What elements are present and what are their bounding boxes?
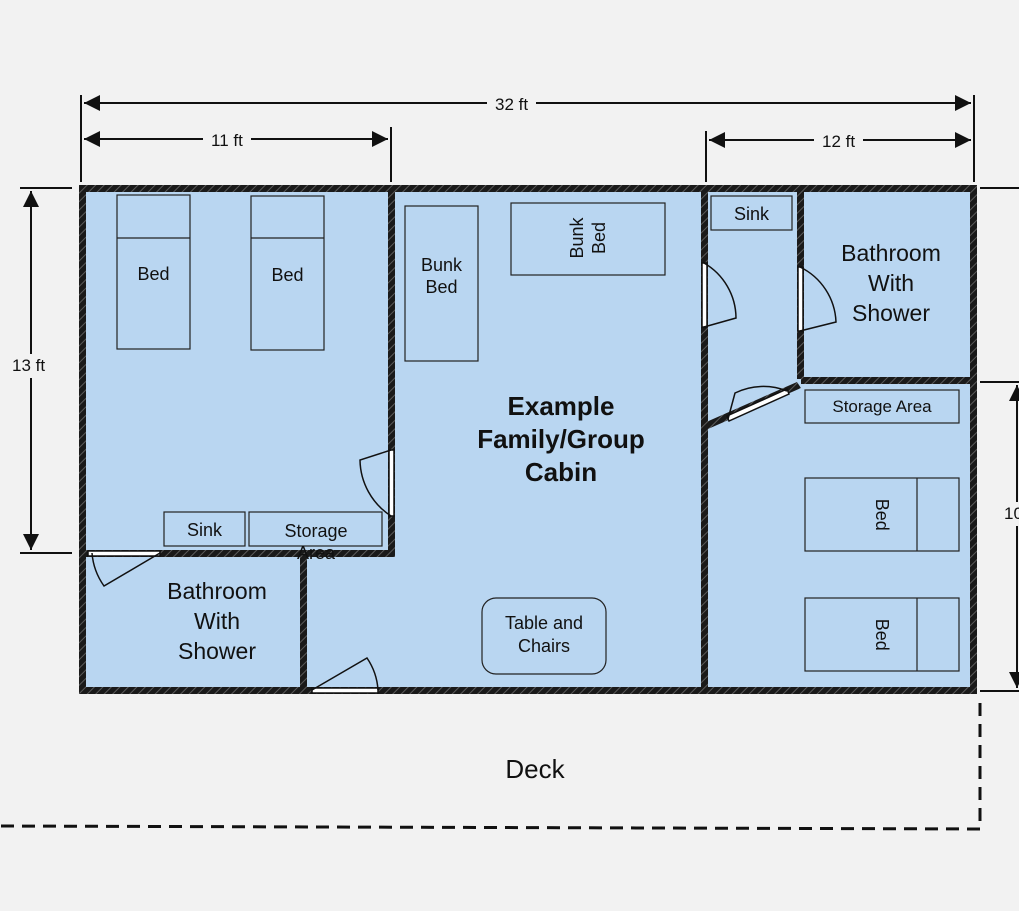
bed-right-2-label: Bed	[871, 618, 892, 651]
deck-label: Deck	[505, 754, 565, 784]
bunk-bed-vertical-frame	[404, 205, 479, 362]
deck-outline	[0, 703, 982, 831]
sink-left-frame	[163, 511, 246, 547]
door-right-hall	[701, 262, 737, 328]
dimension-right-height: 10	[1000, 502, 1019, 527]
furniture	[116, 194, 960, 675]
sink-right-label: Sink	[733, 204, 769, 224]
door-left-room	[359, 449, 395, 517]
cabin-title: Example Family/Group Cabin	[477, 391, 645, 487]
bed-2-label: Bed	[271, 265, 304, 285]
door-left-bathroom	[87, 550, 161, 587]
door-right-bedroom	[726, 385, 790, 423]
door-entrance	[311, 657, 379, 694]
bed-right-2-frame	[804, 597, 960, 672]
right-bathroom-label: Bathroom With Shower	[841, 240, 941, 326]
cabin-floor	[82, 188, 974, 691]
bed-right-1-frame	[804, 477, 960, 552]
bunk-bed-vertical-label: Bunk Bed	[420, 255, 463, 297]
bunk-bed-rotated-label: Bunk Bed	[567, 217, 609, 259]
door-right-bathroom	[797, 266, 837, 332]
storage-left-frame	[248, 511, 383, 547]
dimension-right-width: 12 ft	[814, 132, 864, 153]
dimension-left-height: 13 ft	[8, 354, 50, 379]
dimension-left-width: 11 ft	[203, 131, 251, 152]
dimension-overall-width: 32 ft	[487, 95, 537, 116]
doors	[87, 262, 837, 694]
bed-1-label: Bed	[137, 264, 170, 284]
storage-right-label: Storage Area	[832, 397, 932, 416]
sink-left-label: Sink	[186, 520, 222, 540]
storage-right-frame	[804, 389, 960, 424]
left-bathroom-label: Bathroom With Shower	[167, 578, 267, 664]
storage-left-label: Storage Area	[284, 521, 348, 563]
bed-1-frame	[116, 194, 191, 350]
bed-right-1-label: Bed	[871, 498, 892, 531]
bed-2-frame	[250, 195, 325, 351]
bunk-bed-rotated-frame	[510, 202, 666, 276]
table-label: Table and Chairs	[504, 613, 584, 656]
sink-right-frame	[710, 195, 793, 231]
table-frame	[481, 597, 607, 675]
